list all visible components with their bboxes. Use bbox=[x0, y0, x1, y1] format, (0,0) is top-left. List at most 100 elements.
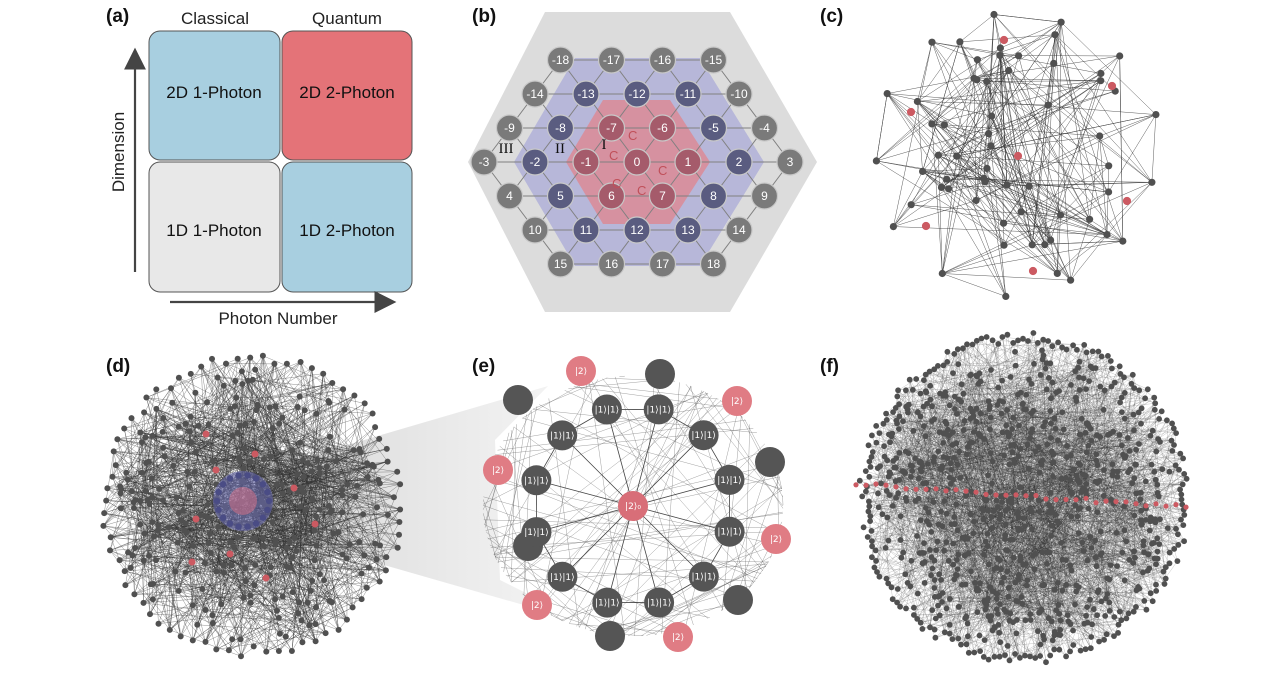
graph-edge bbox=[949, 598, 1092, 638]
graph-edge bbox=[954, 396, 1143, 525]
graph-edge bbox=[1057, 182, 1153, 274]
graph-edge bbox=[893, 171, 923, 227]
graph-node bbox=[1152, 111, 1160, 119]
graph-edge bbox=[134, 594, 330, 602]
graph-node bbox=[137, 498, 144, 504]
graph-edge bbox=[950, 463, 1091, 538]
graph-edge bbox=[262, 355, 304, 461]
graph-node bbox=[172, 568, 179, 575]
graph-edge bbox=[1006, 184, 1071, 281]
graph-edge bbox=[145, 462, 281, 634]
graph-node bbox=[339, 492, 346, 499]
graph-edge bbox=[893, 42, 933, 227]
graph-edge bbox=[941, 104, 1049, 188]
graph-node bbox=[1025, 182, 1033, 190]
graph-node bbox=[1097, 77, 1105, 85]
graph-edge bbox=[973, 78, 1101, 81]
graph-edge bbox=[614, 376, 694, 626]
graph-node bbox=[234, 429, 241, 436]
graph-edge bbox=[934, 456, 1159, 497]
graph-node bbox=[272, 596, 279, 603]
graph-node bbox=[148, 475, 155, 482]
lattice-site-index: -10 bbox=[730, 87, 748, 101]
graph-node bbox=[214, 374, 221, 381]
graph-node-highlighted bbox=[290, 484, 298, 492]
graph-node bbox=[267, 453, 274, 460]
graph-edge bbox=[922, 168, 988, 172]
graph-edge bbox=[948, 47, 1001, 189]
graph-node bbox=[1050, 59, 1058, 67]
graph-edge bbox=[300, 361, 348, 485]
graph-edge bbox=[232, 466, 374, 640]
graph-edge bbox=[110, 537, 235, 548]
graph-node bbox=[289, 589, 296, 596]
ket-label: |1⟩|1⟩ bbox=[717, 528, 742, 538]
graph-node bbox=[943, 175, 951, 183]
graph-edge bbox=[1044, 73, 1102, 245]
graph-node bbox=[287, 564, 294, 571]
lattice-site-index: 17 bbox=[656, 257, 670, 271]
graph-edge bbox=[967, 447, 989, 599]
ket-label: |2⟩ bbox=[492, 466, 504, 476]
graph-edge bbox=[959, 41, 1008, 186]
graph-node bbox=[123, 469, 130, 476]
central-cluster-node bbox=[252, 520, 260, 527]
two-photon-state-node bbox=[591, 394, 622, 425]
graph-node-partial bbox=[595, 621, 625, 651]
graph-edge bbox=[205, 572, 225, 642]
graph-edge bbox=[924, 383, 1132, 584]
graph-node bbox=[175, 423, 182, 430]
graph-edge bbox=[139, 524, 151, 615]
graph-edge bbox=[938, 155, 943, 274]
graph-node-highlighted bbox=[251, 450, 259, 458]
graph-node bbox=[1067, 276, 1075, 284]
graph-node bbox=[356, 539, 363, 545]
graph-node bbox=[184, 468, 191, 475]
graph-node bbox=[181, 527, 187, 534]
graph-edge bbox=[935, 428, 1056, 619]
graph-edge bbox=[938, 154, 1109, 167]
graph-edge bbox=[942, 443, 1140, 467]
ket-label: |1⟩|1⟩ bbox=[647, 599, 672, 609]
graph-edge bbox=[941, 80, 1101, 188]
graph-node bbox=[252, 562, 259, 568]
graph-edge bbox=[1060, 22, 1157, 115]
graph-node bbox=[339, 509, 346, 516]
graph-node bbox=[204, 399, 210, 406]
graph-node bbox=[324, 463, 330, 470]
graph-node bbox=[358, 570, 365, 577]
graph-edge bbox=[113, 451, 280, 652]
graph-node bbox=[366, 564, 372, 571]
graph-edge bbox=[959, 14, 995, 43]
graph-node bbox=[278, 481, 285, 488]
lattice-site bbox=[648, 114, 677, 142]
graph-edge bbox=[975, 55, 1001, 201]
graph-node bbox=[154, 527, 161, 534]
graph-node bbox=[186, 483, 193, 490]
graph-node-highlighted bbox=[262, 574, 270, 582]
graph-edge bbox=[993, 14, 1100, 137]
lattice-site-index: 4 bbox=[506, 189, 513, 203]
graph-edge bbox=[109, 545, 194, 551]
graph-node bbox=[377, 542, 383, 549]
graph-edge bbox=[185, 532, 241, 640]
graph-edge bbox=[984, 181, 1061, 216]
graph-node bbox=[220, 382, 227, 389]
graph-edge bbox=[931, 34, 1056, 125]
lattice-site bbox=[572, 80, 600, 108]
ket-label: |2⟩ bbox=[575, 367, 587, 377]
graph-node bbox=[116, 557, 123, 564]
graph-edge bbox=[132, 509, 401, 556]
graph-node bbox=[326, 598, 333, 604]
graph-node bbox=[335, 529, 342, 536]
graph-node bbox=[194, 621, 201, 628]
graph-edge bbox=[274, 363, 301, 507]
graph-node bbox=[289, 447, 296, 454]
graph-node bbox=[352, 493, 359, 500]
ket-label: |1⟩|1⟩ bbox=[692, 573, 717, 583]
lattice-site bbox=[572, 148, 600, 176]
graph-node bbox=[252, 535, 259, 542]
graph-node bbox=[139, 439, 145, 446]
graph-node-highlighted bbox=[921, 221, 931, 231]
graph-edge bbox=[158, 403, 365, 526]
